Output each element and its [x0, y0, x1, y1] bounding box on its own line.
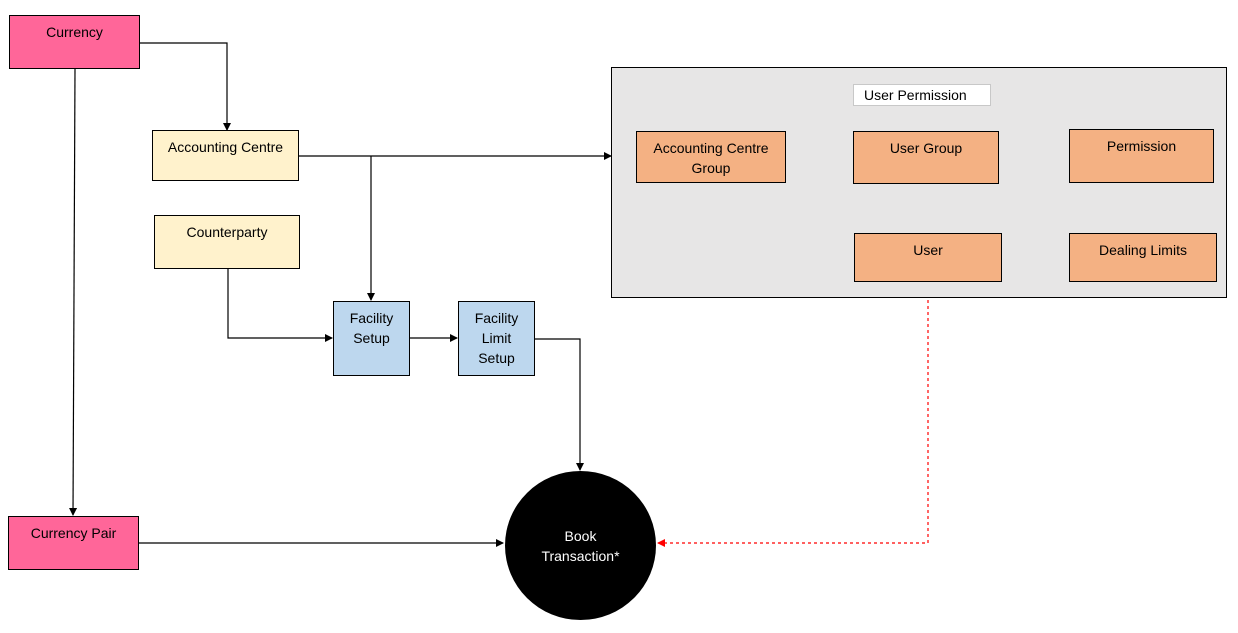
dealing-limits-node[interactable]: Dealing Limits — [1069, 233, 1217, 282]
counterparty-node[interactable]: Counterparty — [154, 215, 300, 269]
accounting-centre-node[interactable]: Accounting Centre — [152, 130, 299, 181]
connector-facility-limit-to-book-transaction — [535, 338, 584, 471]
facility-setup-node[interactable]: Facility Setup — [333, 301, 410, 376]
connector-user-to-book-transaction — [657, 282, 929, 547]
user-group-node[interactable]: User Group — [853, 131, 999, 184]
book-transaction-node[interactable]: Book Transaction* — [505, 471, 656, 620]
user-node[interactable]: User — [854, 233, 1002, 282]
user-permission-title: User Permission — [853, 84, 991, 106]
currency-pair-node[interactable]: Currency Pair — [8, 516, 139, 570]
currency-node[interactable]: Currency — [9, 15, 140, 69]
connector-currency-to-accounting-centre — [140, 42, 231, 131]
accounting-centre-group-node[interactable]: Accounting Centre Group — [636, 131, 786, 183]
connector-counterparty-to-facility-setup — [227, 269, 333, 342]
facility-limit-setup-node[interactable]: Facility Limit Setup — [458, 301, 535, 376]
connector-currency-to-currency-pair — [69, 68, 78, 516]
permission-node[interactable]: Permission — [1069, 129, 1214, 183]
